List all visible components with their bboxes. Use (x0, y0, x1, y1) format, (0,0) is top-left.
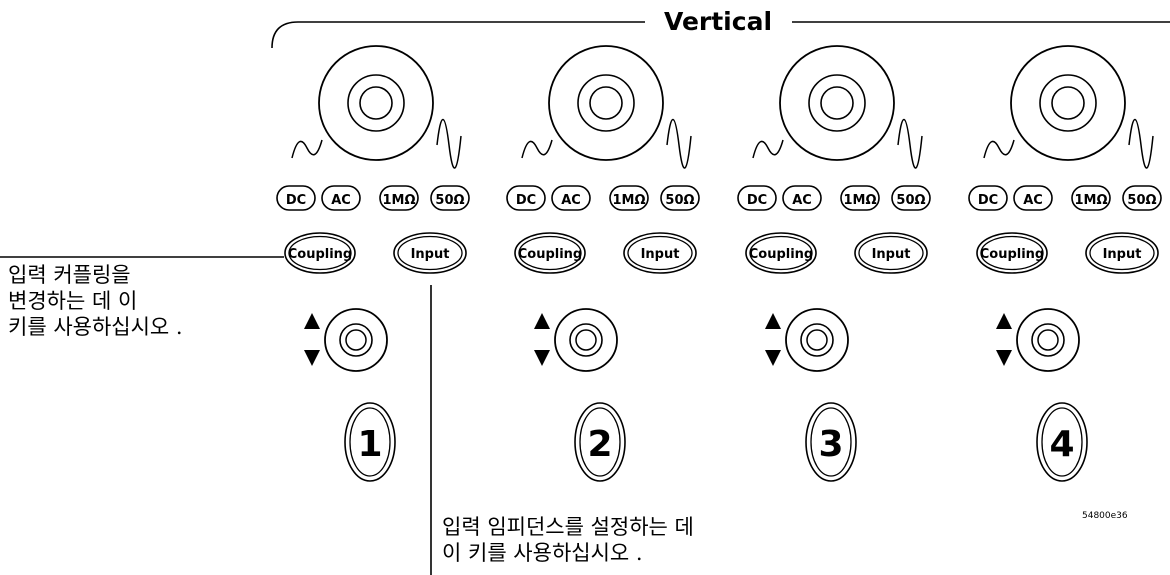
indicator-label: DC (286, 193, 306, 208)
large-sine-wave-icon (897, 118, 923, 169)
channel-3-input-button[interactable]: Input (854, 232, 928, 274)
indicator-label: DC (978, 193, 998, 208)
coupling-button-label: Coupling (980, 247, 1045, 262)
small-sine-wave-icon (521, 139, 553, 159)
indicator-0: DC (506, 185, 546, 211)
channel-1-input-button[interactable]: Input (393, 232, 467, 274)
input-callout-text: 입력 임피던스를 설정하는 데 이 키를 사용하십시오 . (442, 514, 694, 566)
channel-4-coupling-button[interactable]: Coupling (976, 232, 1048, 274)
channel-1-offset-knob[interactable] (324, 308, 388, 372)
input-button-label: Input (1103, 247, 1142, 262)
channel-2-key[interactable]: 2 (574, 402, 626, 482)
small-sine-wave-icon (291, 139, 323, 159)
channel-4-offset-knob[interactable] (1016, 308, 1080, 372)
small-sine-wave-icon (752, 139, 784, 159)
indicator-2: 1MΩ (1071, 185, 1111, 211)
indicator-label: 1MΩ (382, 193, 415, 208)
channel-2-scale-knob[interactable] (548, 45, 664, 161)
channel-4-input-button[interactable]: Input (1085, 232, 1159, 274)
coupling-callout-line: 변경하는 데 이 (8, 289, 138, 313)
indicator-3: 50Ω (430, 185, 470, 211)
channel-1-key[interactable]: 1 (344, 402, 396, 482)
indicator-3: 50Ω (660, 185, 700, 211)
up-down-arrows-icon (304, 313, 320, 366)
large-sine-wave-icon (666, 118, 692, 169)
channel-2-offset-knob[interactable] (554, 308, 618, 372)
coupling-button-label: Coupling (749, 247, 814, 262)
input-button-label: Input (411, 247, 450, 262)
channel-4-key[interactable]: 4 (1036, 402, 1088, 482)
coupling-button-label: Coupling (518, 247, 583, 262)
indicator-3: 50Ω (1122, 185, 1162, 211)
input-button-label: Input (641, 247, 680, 262)
channel-2-coupling-button[interactable]: Coupling (514, 232, 586, 274)
coupling-callout-text: 입력 커플링을 변경하는 데 이 키를 사용하십시오 . (8, 262, 183, 340)
channel-number-label: 2 (587, 424, 612, 465)
indicator-0: DC (968, 185, 1008, 211)
indicator-1: AC (782, 185, 822, 211)
channel-3-coupling-button[interactable]: Coupling (745, 232, 817, 274)
indicator-label: AC (1023, 193, 1043, 208)
channel-number-label: 1 (357, 424, 382, 465)
indicator-label: AC (561, 193, 581, 208)
up-down-arrows-icon (534, 313, 550, 366)
indicator-label: 50Ω (435, 193, 464, 208)
channel-number-label: 3 (818, 424, 843, 465)
channel-3-group: DC AC 1MΩ 50Ω Coupling Input 3 (737, 45, 931, 482)
indicator-label: 1MΩ (612, 193, 645, 208)
indicator-2: 1MΩ (609, 185, 649, 211)
channel-3-scale-knob[interactable] (779, 45, 895, 161)
channel-4-group: DC AC 1MΩ 50Ω Coupling Input 4 (968, 45, 1162, 482)
indicator-0: DC (737, 185, 777, 211)
indicator-label: 50Ω (896, 193, 925, 208)
indicator-label: AC (331, 193, 351, 208)
indicator-label: DC (747, 193, 767, 208)
indicator-1: AC (551, 185, 591, 211)
indicator-1: AC (321, 185, 361, 211)
indicator-0: DC (276, 185, 316, 211)
small-sine-wave-icon (983, 139, 1015, 159)
channel-3-offset-knob[interactable] (785, 308, 849, 372)
indicator-label: 1MΩ (843, 193, 876, 208)
channel-2-input-button[interactable]: Input (623, 232, 697, 274)
indicator-2: 1MΩ (840, 185, 880, 211)
up-down-arrows-icon (996, 313, 1012, 366)
vertical-section-title: Vertical (664, 7, 772, 36)
indicator-label: DC (516, 193, 536, 208)
channel-1-group: DC AC 1MΩ 50Ω Coupling Input 1 (276, 45, 470, 482)
input-callout-line: 입력 임피던스를 설정하는 데 (442, 515, 694, 539)
indicator-1: AC (1013, 185, 1053, 211)
channel-2-group: DC AC 1MΩ 50Ω Coupling Input 2 (506, 45, 700, 482)
figure-id: 54800e36 (1082, 511, 1128, 521)
channel-1-coupling-button[interactable]: Coupling (284, 232, 356, 274)
coupling-button-label: Coupling (288, 247, 353, 262)
up-down-arrows-icon (765, 313, 781, 366)
vertical-section-bracket (271, 21, 1170, 49)
input-button-label: Input (872, 247, 911, 262)
coupling-callout-line: 키를 사용하십시오 . (8, 315, 183, 339)
channel-3-key[interactable]: 3 (805, 402, 857, 482)
channel-number-label: 4 (1049, 424, 1074, 465)
large-sine-wave-icon (1128, 118, 1154, 169)
channel-1-scale-knob[interactable] (318, 45, 434, 161)
indicator-3: 50Ω (891, 185, 931, 211)
indicator-label: 50Ω (665, 193, 694, 208)
indicator-label: 50Ω (1127, 193, 1156, 208)
input-callout-line: 이 키를 사용하십시오 . (442, 541, 643, 565)
indicator-2: 1MΩ (379, 185, 419, 211)
large-sine-wave-icon (436, 118, 462, 169)
indicator-label: 1MΩ (1074, 193, 1107, 208)
channel-4-scale-knob[interactable] (1010, 45, 1126, 161)
coupling-callout-line: 입력 커플링을 (8, 263, 131, 287)
indicator-label: AC (792, 193, 812, 208)
